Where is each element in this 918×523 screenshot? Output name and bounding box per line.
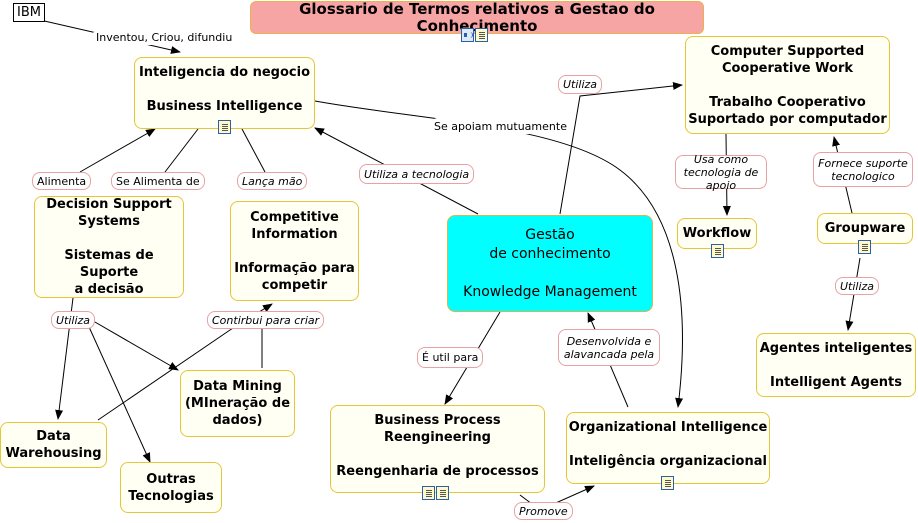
node-knowledge-management[interactable]: Gestão de conhecimento Knowledge Managem…	[447, 215, 653, 312]
node-business-intelligence[interactable]: Inteligencia do negocio Business Intelli…	[134, 57, 315, 129]
note-icon[interactable]	[436, 486, 449, 500]
oi-icons	[661, 476, 674, 490]
edge-se-alimenta	[164, 128, 199, 173]
node-competitive-information[interactable]: Competitive Information Informação para …	[230, 201, 359, 301]
note-icon[interactable]	[858, 240, 871, 254]
edge-lanca	[241, 128, 266, 173]
node-business-process-reengineering[interactable]: Business Process Reengineering Reengenha…	[330, 405, 545, 493]
edge-km-cscw	[559, 81, 683, 215]
link-label-utiliza-groupware: Utiliza	[835, 277, 880, 295]
node-workflow[interactable]: Workflow	[677, 218, 757, 249]
link-label-utiliza-cscw: Utiliza	[558, 75, 603, 94]
ibm-root-node[interactable]: IBM	[13, 3, 45, 22]
node-cscw[interactable]: Computer Supported Cooperative Work Trab…	[685, 36, 890, 134]
edge-se-apoiam	[314, 100, 684, 408]
sound-icon[interactable]	[461, 28, 474, 42]
note-icon[interactable]	[661, 476, 674, 490]
edge-dss-bi	[79, 128, 156, 173]
note-icon[interactable]	[422, 486, 435, 500]
note-icon[interactable]	[475, 28, 488, 42]
link-label-ibm: Inventou, Criou, difundiu	[92, 29, 237, 45]
link-label-se-alimenta: Se Alimenta de	[111, 172, 205, 190]
node-decision-support-systems[interactable]: Decision Support Systems Sistemas de Sup…	[34, 196, 184, 298]
link-label-fornece: Fornece suporte tecnologico	[813, 152, 913, 187]
link-label-contribui: Contirbui para criar	[207, 311, 325, 329]
link-label-utiliza-dss: Utiliza	[51, 311, 96, 329]
node-intelligent-agents[interactable]: Agentes inteligentes Intelligent Agents	[756, 333, 916, 397]
node-data-mining[interactable]: Data Mining (MIneração de dados)	[180, 370, 295, 437]
link-label-lanca-mao: Lança mão	[237, 172, 308, 190]
groupware-icons	[858, 240, 871, 254]
node-groupware[interactable]: Groupware	[817, 213, 913, 244]
note-icon[interactable]	[218, 120, 231, 134]
edge-dss-dm	[87, 317, 179, 371]
note-icon[interactable]	[711, 244, 724, 258]
node-outras-tecnologias[interactable]: Outras Tecnologias	[120, 462, 222, 513]
link-label-se-apoiam: Se apoiam mutuamente	[430, 118, 571, 134]
edge-dss-ot	[84, 317, 151, 463]
link-label-util-para: É util para	[417, 347, 484, 368]
link-label-utiliza-tecnologia: Utiliza a tecnologia	[359, 164, 475, 184]
link-label-alimenta: Alimenta	[32, 172, 92, 190]
link-label-promove: Promove	[514, 502, 573, 520]
node-organizational-intelligence[interactable]: Organizational Intelligence Inteligência…	[566, 412, 770, 484]
bpr-icons	[422, 486, 449, 500]
title-icons	[461, 28, 488, 42]
link-label-usa-como: Usa como tecnologia de apoio	[675, 153, 767, 192]
link-label-desenvolvida: Desenvolvida e alavancada pela	[558, 329, 660, 366]
node-data-warehousing[interactable]: Data Warehousing	[0, 422, 107, 468]
workflow-icons	[711, 244, 724, 258]
bi-icons	[218, 120, 231, 134]
